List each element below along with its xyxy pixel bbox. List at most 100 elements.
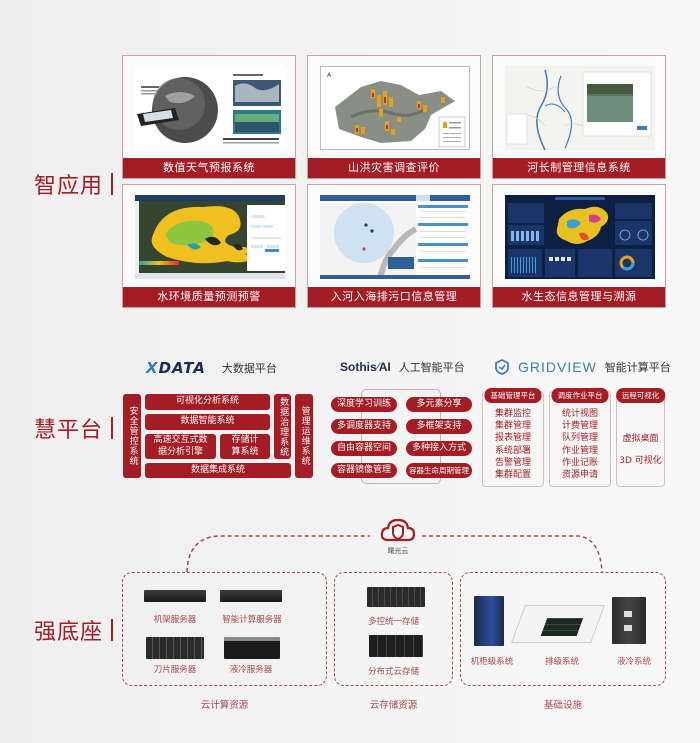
device-label: 智能计算服务器 (222, 615, 282, 625)
unified-storage-image (367, 587, 425, 607)
section-title: 慧平台 (34, 418, 104, 443)
device-label: 液冷服务器 (229, 665, 273, 675)
panel-item: 作业记账 (561, 457, 598, 468)
ai-feature-frame (361, 389, 441, 484)
group-label-storage: 云存储资源 (369, 700, 418, 711)
app-card-flood[interactable]: A 山洪灾害调查评价 (307, 55, 481, 179)
visual-analysis-block: 可视化分析系统 (145, 394, 270, 410)
storage-line-1: 存储计 (231, 435, 259, 446)
panel-title: 远程可视化 (615, 388, 666, 403)
panel-item: 队列管理 (561, 433, 598, 444)
section-title: 智应用 (34, 174, 104, 199)
device-label: 机柜级系统 (470, 657, 514, 667)
sothis-logo-row: Sothis∕AI 人工智能平台 (340, 359, 465, 375)
distributed-storage-image (369, 635, 423, 657)
gridview-title: 智能计算平台 (604, 361, 671, 374)
storage-compute-block: 存储计 算系统 (220, 434, 270, 459)
app-card-water-quality[interactable]: 水环境质量预测预警 (122, 184, 296, 308)
row-system-image (511, 605, 605, 643)
app-caption: 山洪灾害调查评价 (308, 158, 480, 178)
xdata-logo-row: XDATA 大数据平台 (146, 359, 277, 377)
panel-item: 集群监控 (494, 409, 531, 419)
device-label: 多控统一存储 (367, 617, 419, 627)
sothis-ai-logo: Sothis∕AI (340, 360, 391, 374)
cloud-shield-icon (380, 518, 416, 542)
device-label: 排级系统 (544, 657, 579, 667)
group-label-compute: 云计算资源 (200, 700, 249, 711)
cabinet-system-image (474, 596, 504, 646)
panel-title: 调度作业平台 (551, 388, 609, 403)
security-control-block: 安全管控系统 (123, 394, 141, 478)
device-label: 液冷系统 (616, 657, 651, 667)
device-label: 分布式云存储 (367, 667, 419, 677)
ai-feature-pill: 自由容器空间 (331, 441, 397, 456)
compute-resources-box (122, 572, 327, 686)
ai-title: 人工智能平台 (398, 361, 465, 374)
panel-item: 统计视图 (561, 409, 598, 419)
flood-map-thumbnail: A (320, 66, 470, 150)
panel-item: 3D 可视化 (619, 456, 662, 466)
section-title: 强底座 (34, 620, 104, 645)
app-caption: 数值天气预报系统 (123, 158, 295, 178)
app-caption: 水生态信息管理与溯源 (493, 287, 665, 307)
panel-items: 虚拟桌面 3D 可视化 (617, 428, 664, 472)
engine-line-1: 高速交互式数 (153, 435, 208, 446)
panel-item: 资源申请 (561, 470, 598, 481)
ai-feature-pill: 深度学习训练 (331, 397, 397, 412)
gridview-shield-icon (495, 359, 509, 375)
cloud-brand: 曙光云 (378, 518, 418, 556)
section-label-apps: 智应用 (34, 168, 114, 200)
panel-item: 告警管理 (494, 457, 531, 468)
panel-item: 集群管理 (494, 421, 531, 432)
data-governance-block: 数据治理系统 (274, 394, 291, 459)
app-card-weather[interactable]: 数值天气预报系统 (122, 55, 296, 179)
data-intelligence-block: 数据智能系统 (145, 414, 270, 430)
ai-feature-pill: 多种接入方式 (406, 441, 472, 456)
gridview-logo: GRIDVIEW (518, 359, 597, 375)
rack-server-image (144, 590, 206, 602)
panel-items: 统计视图 计费管理 队列管理 作业管理 作业记账 资源申请 (550, 408, 610, 481)
ai-feature-pill: 多元素分享 (406, 397, 472, 412)
panel-indicator (624, 611, 632, 617)
liquid-cooling-system-image (612, 597, 646, 644)
outfall-map-thumbnail (320, 195, 470, 279)
engine-line-2: 据分析引擎 (157, 446, 203, 457)
panel-item: 计费管理 (561, 421, 598, 432)
panel-item: 作业管理 (561, 445, 598, 456)
app-caption: 入河入海排污口信息管理 (308, 287, 480, 307)
lake-heatmap-thumbnail (135, 195, 285, 279)
ops-management-block: 管理运维系统 (295, 394, 313, 478)
divider (111, 619, 114, 641)
ai-feature-pill: 容器镜像管理 (331, 463, 397, 478)
app-card-water-ecology[interactable]: 水生态信息管理与溯源 (492, 184, 666, 308)
gridview-panel-scheduling: 调度作业平台 统计视图 计费管理 队列管理 作业管理 作业记账 资源申请 (549, 388, 611, 487)
ai-feature-pill: 多框架支持 (406, 419, 472, 434)
device-label: 刀片服务器 (153, 665, 197, 675)
storage-resources-box (334, 572, 453, 686)
query-engine-block: 高速交互式数 据分析引擎 (145, 434, 216, 459)
panel-item: 系统部署 (494, 445, 531, 456)
gridview-logo-row: GRIDVIEW 智能计算平台 (494, 359, 671, 375)
liquid-cooled-server-image (224, 637, 280, 659)
xdata-logo: XDATA (146, 359, 206, 377)
cloud-name: 曙光云 (387, 547, 409, 555)
ai-feature-pill: 多调度器支持 (331, 419, 397, 434)
divider (111, 173, 114, 195)
panel-items: 集群监控 集群管理 报表管理 系统部署 告警管理 集群配置 (483, 408, 543, 481)
svg-text:A: A (327, 72, 332, 79)
group-label-facility: 基础设施 (543, 700, 582, 711)
facility-box (460, 572, 666, 686)
app-card-outfall[interactable]: 入河入海排污口信息管理 (307, 184, 481, 308)
data-integration-block: 数据集成系统 (145, 463, 291, 478)
app-card-river-chief[interactable]: 河长制管理信息系统 (492, 55, 666, 179)
panel-item: 集群配置 (494, 470, 531, 481)
river-map-thumbnail (505, 66, 655, 150)
app-caption: 水环境质量预测预警 (123, 287, 295, 307)
blade-server-image (146, 637, 204, 659)
weather-thumbnail (135, 66, 285, 150)
gridview-panel-remote-visual: 远程可视化 虚拟桌面 3D 可视化 (615, 388, 666, 487)
divider (111, 417, 114, 439)
gridview-panel-basic: 基础管理平台 集群监控 集群管理 报表管理 系统部署 告警管理 集群配置 (482, 388, 544, 487)
panel-indicator (624, 625, 632, 631)
